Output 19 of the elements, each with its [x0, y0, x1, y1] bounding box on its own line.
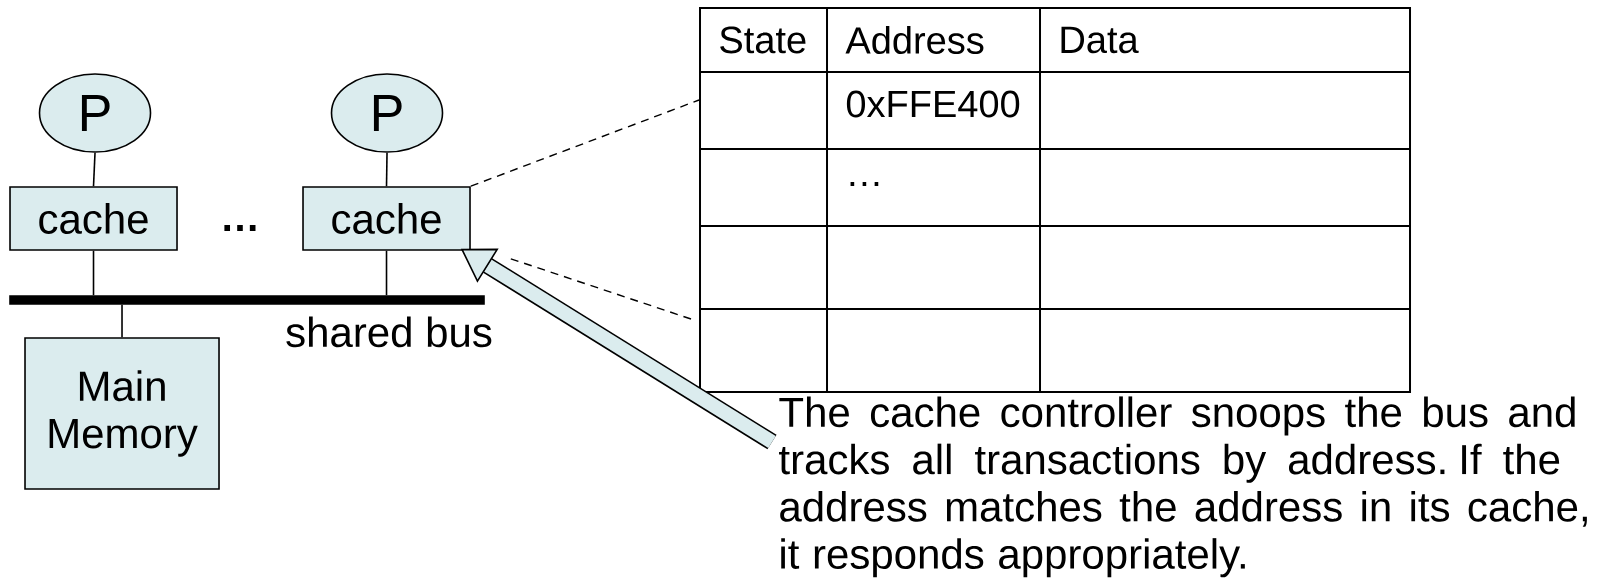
table-cell: … — [850, 182, 879, 187]
connector-line — [385, 152, 388, 187]
connector-line — [385, 250, 388, 296]
memory-box: Main Memory — [24, 337, 220, 490]
bus-bar — [9, 295, 485, 305]
cache-table — [699, 7, 1411, 393]
callout-text: The cache controller snoops the bus and tracks all transactions by address. If the address matches the address in its cache, it responds appropriately. — [779, 396, 1587, 578]
table-cell: 0xFFE400 — [846, 90, 1020, 118]
connector-line — [92, 250, 95, 296]
bus-label: shared bus — [286, 316, 492, 348]
table-header: State — [720, 26, 806, 54]
connector-line — [92, 152, 96, 187]
table-header: Address — [845, 26, 984, 54]
cache-box: cache — [9, 186, 178, 251]
zoom-line — [470, 99, 700, 187]
table-header: Data — [1061, 26, 1139, 54]
connector-line — [121, 304, 123, 338]
ellipsis-mark: … — [224, 225, 256, 231]
cache-box: cache — [302, 186, 471, 251]
